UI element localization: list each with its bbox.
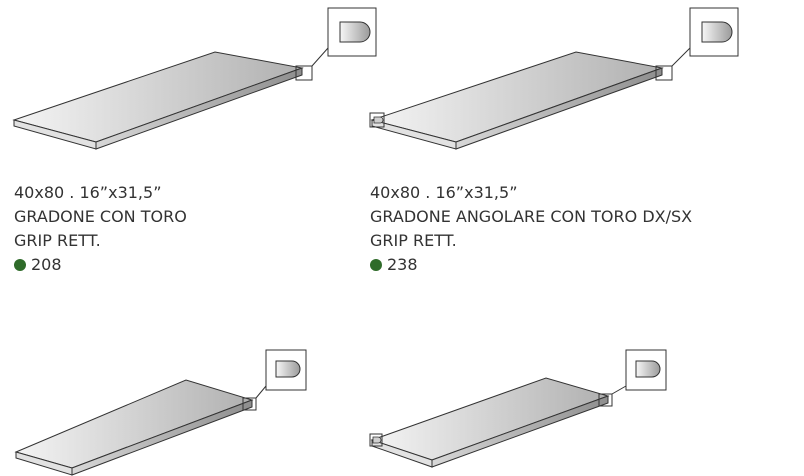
callout-marker — [598, 393, 613, 407]
slab-drawing — [369, 349, 667, 468]
product-caption: 40x80 . 16”x31,5” GRADONE CON TORO GRIP … — [14, 181, 187, 277]
callout-marker — [242, 397, 257, 411]
product-name: GRADONE CON TORO — [14, 207, 187, 226]
corner-bullnose-icon — [372, 436, 382, 444]
product-code-row: 208 — [14, 253, 187, 277]
callout-marker — [655, 65, 673, 81]
slab-side-edge — [71, 399, 253, 476]
slab-drawing — [369, 7, 739, 150]
product-code: 238 — [387, 255, 418, 274]
product-name: GRADONE ANGOLARE CON TORO DX/SX — [370, 207, 693, 226]
corner-marker — [369, 112, 385, 128]
callout-marker — [295, 65, 313, 81]
bullnose-profile-icon — [635, 360, 661, 378]
slab-drawing — [12, 7, 377, 150]
slab-top-face — [12, 51, 304, 143]
product-code-row: 238 — [370, 253, 692, 277]
corner-bullnose-icon — [373, 116, 384, 124]
slab-side-edge — [431, 395, 609, 468]
bullnose-profile-icon — [339, 21, 371, 43]
slab-top-face — [370, 377, 610, 461]
product-code: 208 — [31, 255, 62, 274]
slab-top-face — [370, 51, 664, 143]
product-finish: GRIP RETT. — [14, 231, 101, 250]
slab-top-face — [14, 379, 254, 469]
product-finish: GRIP RETT. — [370, 231, 457, 250]
corner-marker — [369, 433, 383, 447]
product-size: 40x80 . 16”x31,5” — [14, 183, 162, 202]
slab-drawing — [14, 349, 307, 476]
product-size: 40x80 . 16”x31,5” — [370, 183, 518, 202]
callout-leader — [255, 385, 267, 399]
callout-leader — [611, 385, 627, 395]
green-dot-icon — [14, 259, 26, 271]
bullnose-profile-icon — [275, 360, 301, 378]
bullnose-profile-icon — [701, 21, 733, 43]
slab-side-edge — [455, 67, 663, 150]
callout-leader — [311, 47, 329, 67]
product-caption: 40x80 . 16”x31,5” GRADONE ANGOLARE CON T… — [370, 181, 692, 277]
green-dot-icon — [370, 259, 382, 271]
callout-leader — [671, 47, 691, 67]
slab-side-edge — [95, 67, 303, 150]
